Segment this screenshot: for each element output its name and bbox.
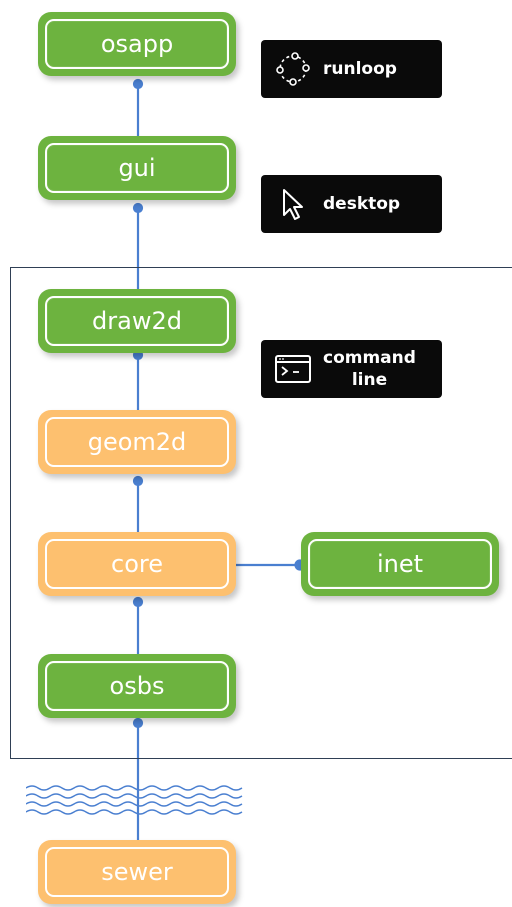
module-osbs[interactable]: osbs [38,654,236,718]
module-label: geom2d [45,417,229,467]
module-label: core [45,539,229,589]
badge-label: runloop [323,59,397,79]
connector-dot [132,202,144,214]
module-sewer[interactable]: sewer [38,840,236,904]
module-label: osbs [45,661,229,711]
module-geom2d[interactable]: geom2d [38,410,236,474]
badge-desktop: desktop [261,175,442,233]
module-label: gui [45,143,229,193]
badge-label-stack: command line [323,347,416,391]
connector-dot [132,78,144,90]
cursor-icon [273,184,313,224]
badge-label-line2: line [351,370,388,390]
module-inet[interactable]: inet [301,532,499,596]
badge-runloop: runloop [261,40,442,98]
connector-dot [132,717,144,729]
graphics-layer-frame [10,267,512,759]
module-label: draw2d [45,296,229,346]
connector-dot [132,596,144,608]
terminal-icon [273,349,313,389]
badge-label: desktop [323,194,401,214]
badge-command-line: command line [261,340,442,398]
module-label: inet [308,539,492,589]
connector-dot [132,475,144,487]
water-waves-icon [26,785,243,815]
module-label: sewer [45,847,229,897]
module-draw2d[interactable]: draw2d [38,289,236,353]
runloop-icon [273,49,313,89]
module-core[interactable]: core [38,532,236,596]
module-gui[interactable]: gui [38,136,236,200]
badge-label-line1: command [323,348,416,368]
module-label: osapp [45,19,229,69]
module-osapp[interactable]: osapp [38,12,236,76]
